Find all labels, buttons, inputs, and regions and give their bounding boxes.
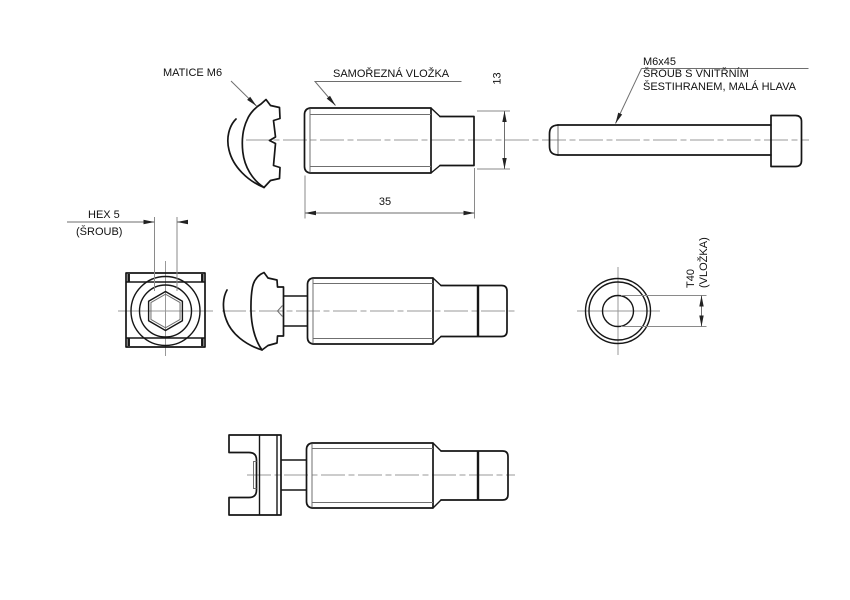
label-hex-line2: (ŠROUB): [76, 226, 123, 238]
dimension-35: [304, 168, 475, 219]
insert-shoulder: [432, 499, 442, 509]
insert-small-end-and-head: [440, 284, 508, 338]
label-vlozka: SAMOŘEZNÁ VLOŽKA: [333, 68, 450, 80]
nut-face-notch: [276, 305, 283, 317]
insert-inner-circle: [138, 284, 193, 338]
nut-outline: [241, 98, 281, 189]
insert-small-end-and-head: [440, 450, 509, 501]
top-exploded-view: [226, 68, 809, 219]
nut-boss-notch: [253, 461, 257, 489]
insert-small-end: [439, 115, 475, 167]
screw-tip: [548, 124, 559, 156]
insert-body: [305, 442, 434, 509]
insert-shoulder: [432, 442, 442, 452]
insert-side-view-middle: [306, 277, 508, 345]
leader-matice: [230, 80, 257, 107]
dimension-13: [477, 110, 510, 170]
dimension-text-35: 35: [378, 196, 392, 208]
label-torx: T40 (VLOŽKA): [685, 228, 711, 288]
chamfer-circle: [588, 281, 648, 341]
nut-profile-view: [228, 434, 282, 516]
label-hex-line1: HEX 5: [88, 209, 120, 221]
assembled-bottom-view: [228, 434, 515, 516]
insert-outer-circle: [130, 275, 201, 347]
screw-head: [770, 114, 803, 168]
leader-line: [615, 68, 642, 124]
label-torx-line2: (VLOŽKA): [698, 237, 710, 288]
front-view: [67, 217, 213, 356]
torx-circle: [601, 294, 635, 328]
insert-shoulder: [430, 107, 441, 118]
label-sroub-line1: M6x45: [643, 56, 677, 68]
nut-outline: [250, 271, 285, 351]
end-view-torx: [577, 267, 707, 355]
hex-socket-outer: [147, 290, 184, 332]
nut-face-square: [125, 272, 206, 348]
insert-side-view-top: [303, 107, 475, 174]
leader-sroub: [615, 68, 809, 124]
dimension-t40: [621, 295, 707, 327]
nut-outline: [228, 434, 282, 516]
label-sroub-line2: ŠROUB S VNITŘNÍM: [643, 68, 749, 81]
screw-side-view: [548, 114, 803, 168]
insert-body: [303, 107, 432, 174]
insert-shoulder: [430, 164, 441, 174]
insert-shoulder: [432, 335, 442, 345]
insert-side-view-bottom: [305, 442, 509, 509]
nut-broken-view-middle: [222, 271, 285, 351]
dimension-hex5: [67, 217, 188, 291]
label-sroub-line3: ŠESTIHRANEM, MALÁ HLAVA: [643, 80, 797, 93]
hex-socket-inner: [150, 293, 181, 329]
nut-broken-view-top: [226, 98, 281, 189]
insert-shoulder: [432, 277, 442, 287]
label-matice: MATICE M6: [163, 67, 223, 79]
assembled-side-view: [222, 271, 516, 351]
dimension-text-13: 13: [491, 72, 504, 85]
outer-circle: [584, 277, 652, 345]
label-sroub: M6x45 ŠROUB S VNITŘNÍM ŠESTIHRANEM, MALÁ…: [643, 56, 796, 93]
leader-vlozka: [313, 81, 462, 106]
nut-break-curve: [222, 289, 263, 351]
insert-body: [306, 277, 434, 345]
label-torx-line1: T40: [685, 269, 697, 288]
nut-break-curve: [226, 118, 265, 189]
